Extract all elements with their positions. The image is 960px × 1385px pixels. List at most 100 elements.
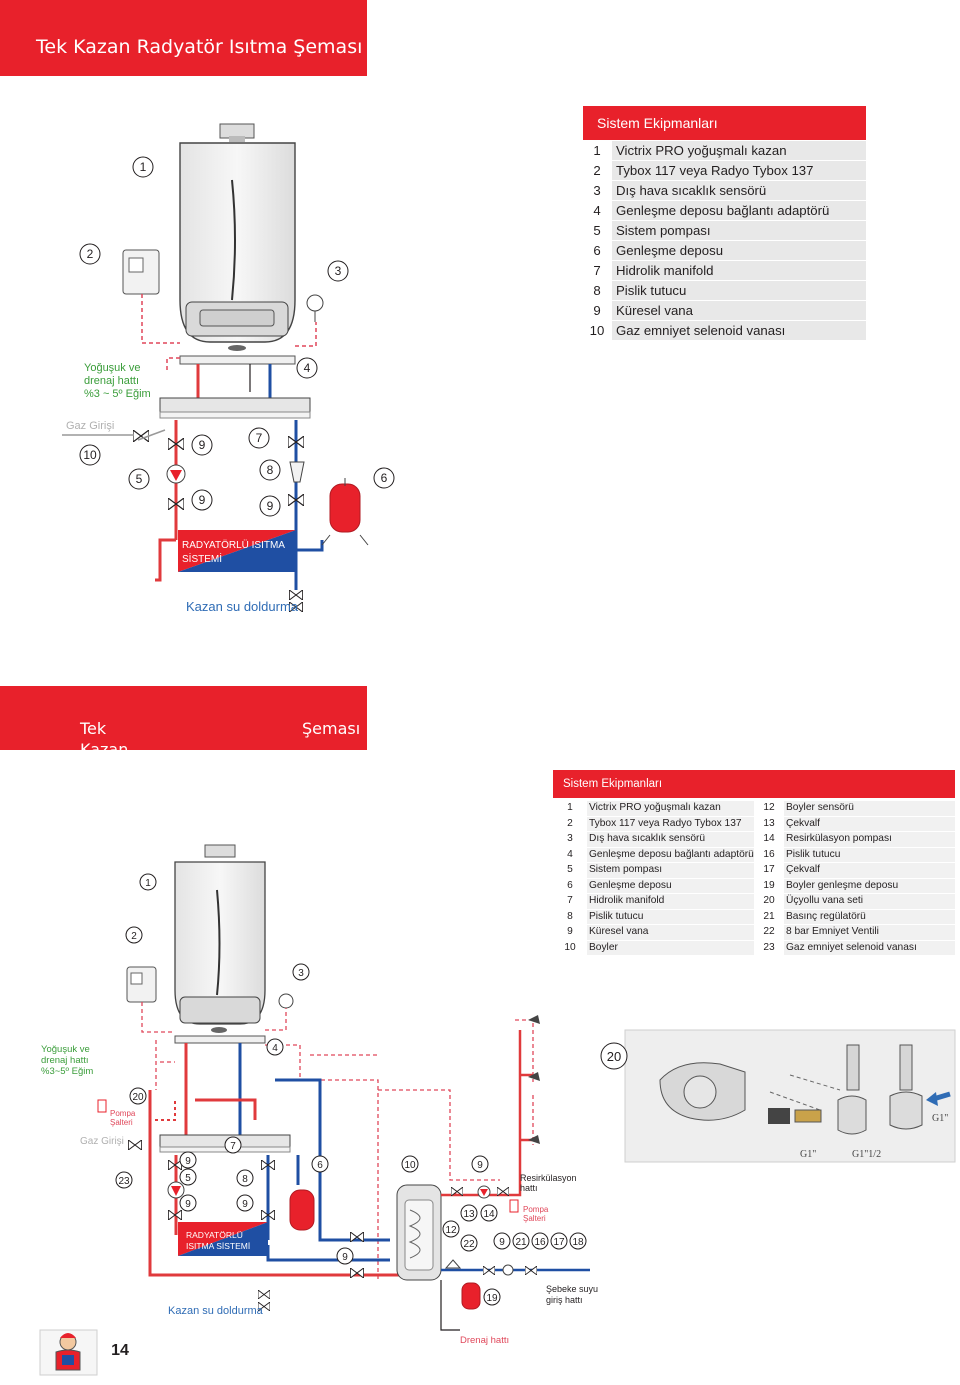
item-label: Tybox 117 veya Radyo Tybox 137	[587, 816, 754, 831]
radiator-label-line: RADYATÖRLÜ ISITMA	[182, 539, 285, 551]
section1-equipment-title: Sistem Ekipmanları	[583, 106, 866, 140]
item-label: Tybox 117 veya Radyo Tybox 137	[611, 161, 866, 180]
item-number: 14	[763, 833, 775, 844]
shower-icon	[528, 1135, 540, 1144]
section1-title-bar: Tek Kazan Radyatör Isıtma Şeması	[0, 0, 367, 76]
item-number: 6	[567, 879, 573, 891]
callout-10: 10	[83, 448, 97, 462]
callout-6: 6	[381, 471, 388, 485]
callout-3: 3	[335, 264, 342, 278]
item-number: 23	[763, 941, 775, 953]
item-label: Genleşme deposu	[587, 878, 754, 893]
section1-callouts: 1 2 3 4 10 5 9 7 8 6 9 9	[79, 156, 395, 517]
section2-boiler-expansion-tank	[461, 1282, 481, 1310]
section1-boiler	[179, 123, 296, 365]
item-label: Hidrolik manifold	[587, 894, 754, 909]
section2-domestic-lines	[441, 1030, 590, 1272]
hydraulic-manifold	[159, 397, 311, 413]
item-number: 9	[567, 926, 573, 937]
section2-drain-pipe	[440, 1280, 460, 1331]
callout-4: 4	[304, 361, 311, 375]
callout-18: 18	[572, 1237, 584, 1248]
item-label: Basınç regülatörü	[784, 909, 955, 924]
section1-thermostat	[122, 249, 160, 295]
callout-20: 20	[607, 1049, 621, 1064]
shower-icon	[528, 1015, 540, 1024]
callout-8: 8	[267, 463, 274, 477]
item-number: 5	[593, 223, 601, 238]
drain-label-line: %3 ~ 5º Eğim	[84, 388, 151, 400]
item-number: 5	[567, 864, 573, 875]
item-label: Çekvalf	[784, 816, 955, 831]
item-number: 22	[763, 926, 775, 937]
callout-16: 16	[534, 1237, 546, 1248]
callout-9: 9	[342, 1252, 348, 1263]
section1-dirt-separator	[289, 461, 305, 483]
item-label: Genleşme deposu bağlantı adaptörü	[587, 847, 754, 862]
callout-9: 9	[185, 1156, 191, 1167]
section2-hot-water-tank	[396, 1184, 442, 1281]
item-label: Pislik tutucu	[611, 281, 866, 300]
drain-label-line: drenaj hattı	[84, 375, 139, 387]
callout-5: 5	[185, 1173, 191, 1184]
footer	[39, 1329, 98, 1376]
callout-9: 9	[499, 1237, 505, 1248]
radiator-label-line: ISITMA SİSTEMİ	[186, 1241, 250, 1251]
section2-pump	[167, 1181, 185, 1199]
section1-title: Tek Kazan Radyatör Isıtma Şeması	[36, 36, 363, 58]
section2-gas-label: Gaz Girişi	[80, 1136, 124, 1147]
section2-radiator-system	[178, 1222, 268, 1256]
mains-label-line: giriş hattı	[546, 1295, 583, 1305]
section1-expansion-tank	[321, 478, 369, 546]
item-label: Pislik tutucu	[587, 909, 754, 924]
callout-22: 22	[463, 1239, 475, 1250]
section2-drain-line-label: Drenaj hattı	[460, 1335, 509, 1346]
callout-2: 2	[131, 931, 137, 942]
section2-mains-label: Şebeke suyu giriş hattı	[546, 1284, 598, 1305]
callout-7: 7	[230, 1141, 236, 1152]
item-number: 17	[763, 864, 775, 875]
item-number: 2	[593, 163, 601, 178]
section2-shower-heads	[528, 1015, 540, 1144]
item-label: Boyler sensörü	[784, 801, 955, 816]
item-number: 12	[763, 802, 775, 813]
item-label: 8 bar Emniyet Ventili	[784, 925, 955, 940]
item-label: Boyler genleşme deposu	[784, 878, 955, 893]
item-label: Küresel vana	[611, 301, 866, 320]
g-label: G1"	[932, 1113, 948, 1124]
section1-valves	[133, 430, 304, 612]
section2-fill-label: Kazan su doldurma	[168, 1305, 264, 1317]
callout-4: 4	[272, 1043, 278, 1054]
section1-gas-label: Gaz Girişi	[66, 420, 114, 432]
callout-5: 5	[136, 472, 143, 486]
section2-thermostat	[126, 966, 157, 1003]
title-line: Şeması	[302, 719, 361, 738]
recirc-label-line: hattı	[520, 1183, 538, 1193]
section1-control-cables	[141, 294, 317, 372]
callout-9: 9	[199, 493, 206, 507]
item-number: 2	[567, 817, 573, 829]
item-number: 13	[763, 817, 775, 829]
list-item: 2 Tybox 117 veya Radyo Tybox 137	[553, 816, 754, 831]
section1-radiator-system	[178, 530, 296, 572]
callout-2: 2	[87, 247, 94, 261]
item-number: 1	[567, 802, 573, 813]
page-number: 14	[111, 1342, 129, 1359]
shower-icon	[528, 1072, 540, 1081]
mascot-icon	[55, 1333, 81, 1371]
